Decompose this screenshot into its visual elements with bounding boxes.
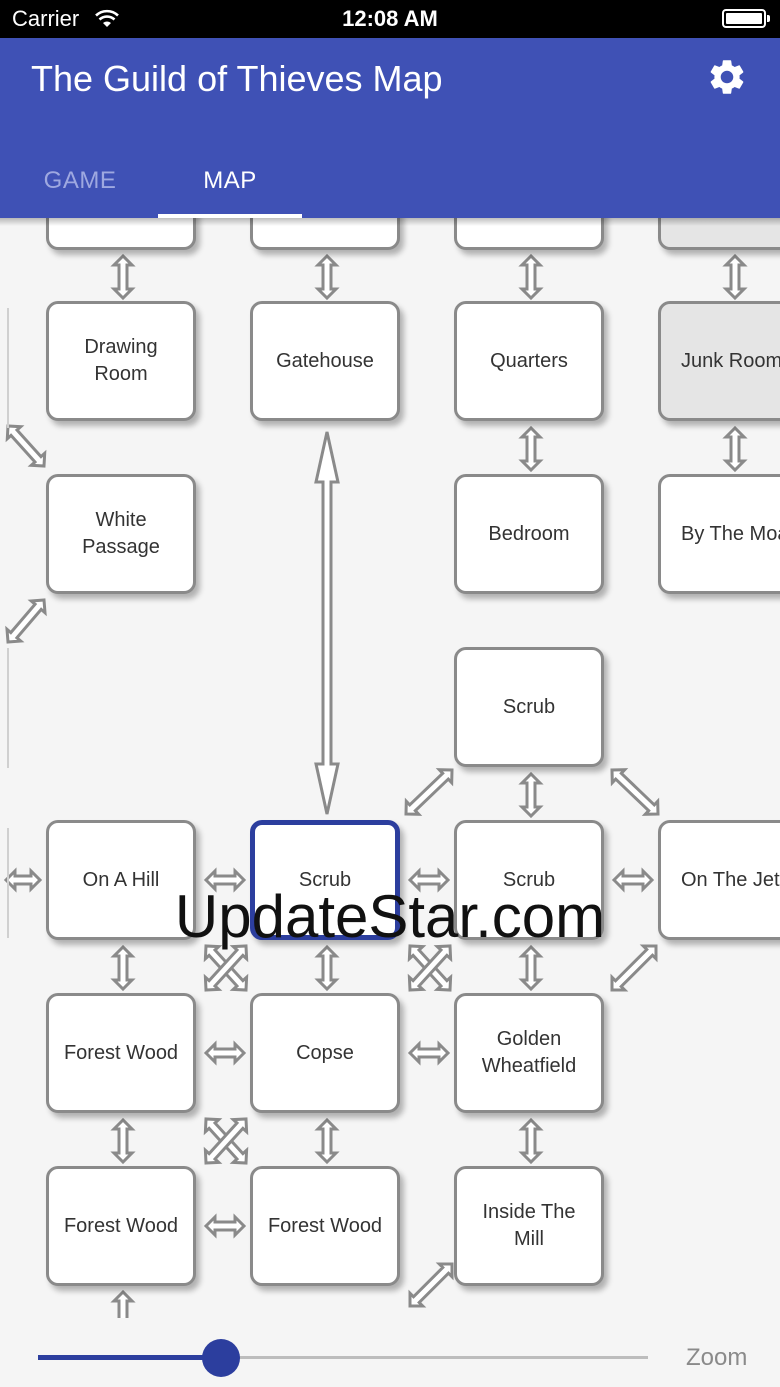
room-quarters[interactable]: Quarters (454, 301, 604, 421)
connection-arrow (203, 944, 249, 992)
connection-arrow (203, 1117, 249, 1165)
zoom-label: Zoom (686, 1344, 748, 1371)
connection-arrow (407, 1040, 451, 1066)
connection-arrow (407, 944, 453, 992)
app-bar-shadow (0, 218, 780, 226)
room-copse[interactable]: Copse (250, 993, 400, 1113)
map-connections (3, 253, 748, 1318)
room-gatehouse[interactable]: Gatehouse (250, 301, 400, 421)
connection-arrow (518, 771, 544, 819)
connection-arrow (722, 425, 748, 473)
room-box[interactable] (658, 218, 780, 250)
room-forest-wood-3[interactable]: Forest Wood (250, 1166, 400, 1286)
room-box[interactable] (250, 218, 400, 250)
room-box[interactable] (46, 218, 196, 250)
connection-arrow (610, 944, 658, 992)
app-bar: The Guild of Thieves Map GAME MAP (0, 38, 780, 218)
room-scrub-current[interactable]: Scrub (250, 820, 400, 940)
room-by-the-moat[interactable]: By The Moat (658, 474, 780, 594)
connection-arrow (203, 1213, 247, 1239)
map-canvas[interactable]: Drawing Room Gatehouse Quarters Junk Roo… (0, 218, 780, 1318)
clock: 12:08 AM (342, 6, 438, 31)
connection-arrow (610, 768, 660, 816)
room-golden-wheatfield[interactable]: Golden Wheatfield (454, 993, 604, 1113)
room-drawing-room[interactable]: Drawing Room (46, 301, 196, 421)
connection-arrow (110, 1117, 136, 1165)
connection-arrow (518, 944, 544, 992)
connection-arrow (404, 768, 454, 816)
connection-arrow (314, 944, 340, 992)
connection-arrow (3, 867, 43, 893)
connection-arrow (110, 253, 136, 301)
room-bedroom[interactable]: Bedroom (454, 474, 604, 594)
room-forest-wood-2[interactable]: Forest Wood (46, 1166, 196, 1286)
connection-arrow (5, 424, 47, 468)
connection-arrow (518, 1117, 544, 1165)
connection-arrow (110, 944, 136, 992)
connection-arrow (314, 431, 340, 815)
connection-arrow (314, 1117, 340, 1165)
app-title: The Guild of Thieves Map (31, 58, 443, 99)
room-white-passage[interactable]: White Passage (46, 474, 196, 594)
room-box[interactable] (454, 218, 604, 250)
wifi-icon (95, 9, 119, 27)
tab-indicator (158, 214, 302, 218)
status-bar: Carrier 12:08 AM (0, 0, 780, 38)
connection-arrow (203, 867, 247, 893)
room-junk-room[interactable]: Junk Room (658, 301, 780, 421)
room-scrub-right[interactable]: Scrub (454, 820, 604, 940)
room-scrub-upper[interactable]: Scrub (454, 647, 604, 767)
connection-arrow (518, 253, 544, 301)
room-forest-wood-1[interactable]: Forest Wood (46, 993, 196, 1113)
tab-game[interactable]: GAME (43, 167, 117, 194)
room-inside-the-mill[interactable]: Inside The Mill (454, 1166, 604, 1286)
connection-arrow (5, 598, 47, 644)
connection-arrow (408, 1262, 454, 1308)
connection-arrow (203, 1040, 247, 1066)
connection-arrow (518, 425, 544, 473)
room-on-the-jetty[interactable]: On The Jetty (658, 820, 780, 940)
tab-map[interactable]: MAP (203, 167, 257, 194)
connection-arrow (722, 253, 748, 301)
gear-icon[interactable] (706, 56, 748, 98)
room-connection (3, 253, 748, 1318)
zoom-control: Zoom (0, 1318, 780, 1387)
connection-arrow (314, 253, 340, 301)
zoom-slider-track[interactable] (38, 1356, 648, 1359)
carrier-label: Carrier (12, 6, 80, 31)
connection-arrow (407, 867, 451, 893)
connection-arrow (110, 1289, 136, 1318)
battery-icon (722, 9, 770, 28)
zoom-slider-thumb[interactable] (202, 1339, 240, 1377)
room-on-a-hill[interactable]: On A Hill (46, 820, 196, 940)
connection-arrow (611, 867, 655, 893)
zoom-slider-fill (38, 1355, 221, 1360)
